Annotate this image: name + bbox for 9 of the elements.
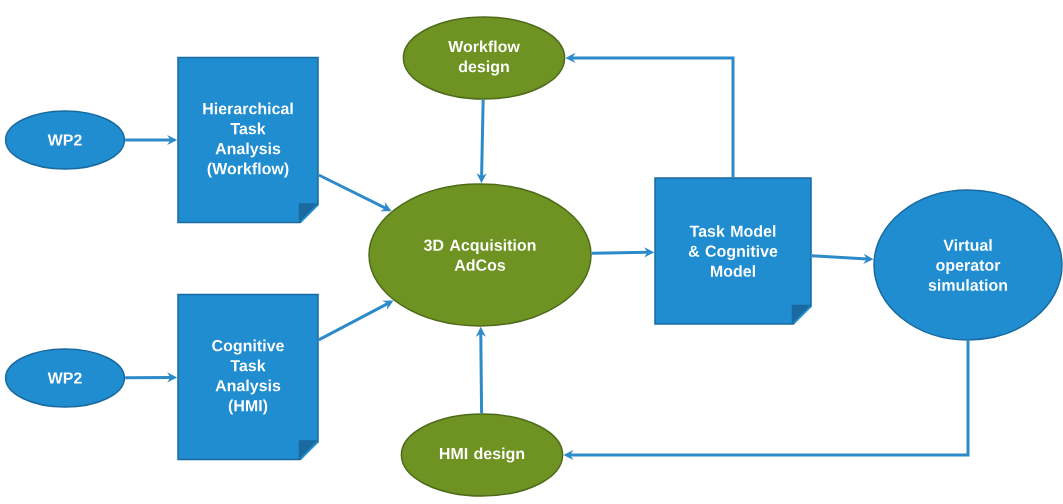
ellipse-node: HMI design <box>400 413 564 497</box>
ellipse-node: WP2 <box>4 348 126 408</box>
ellipse-node: Virtual operator simulation <box>873 189 1063 341</box>
document-box: Task Model & Cognitive Model <box>654 177 813 326</box>
document-box: Hierarchical Task Analysis (Workflow) <box>177 56 320 225</box>
ellipse-node: WP2 <box>4 110 126 170</box>
document-box: Cognitive Task Analysis (HMI) <box>177 293 320 462</box>
ellipse-node: Workflow design <box>402 16 566 100</box>
ellipse-node: 3D Acquisition AdCos <box>368 183 592 327</box>
